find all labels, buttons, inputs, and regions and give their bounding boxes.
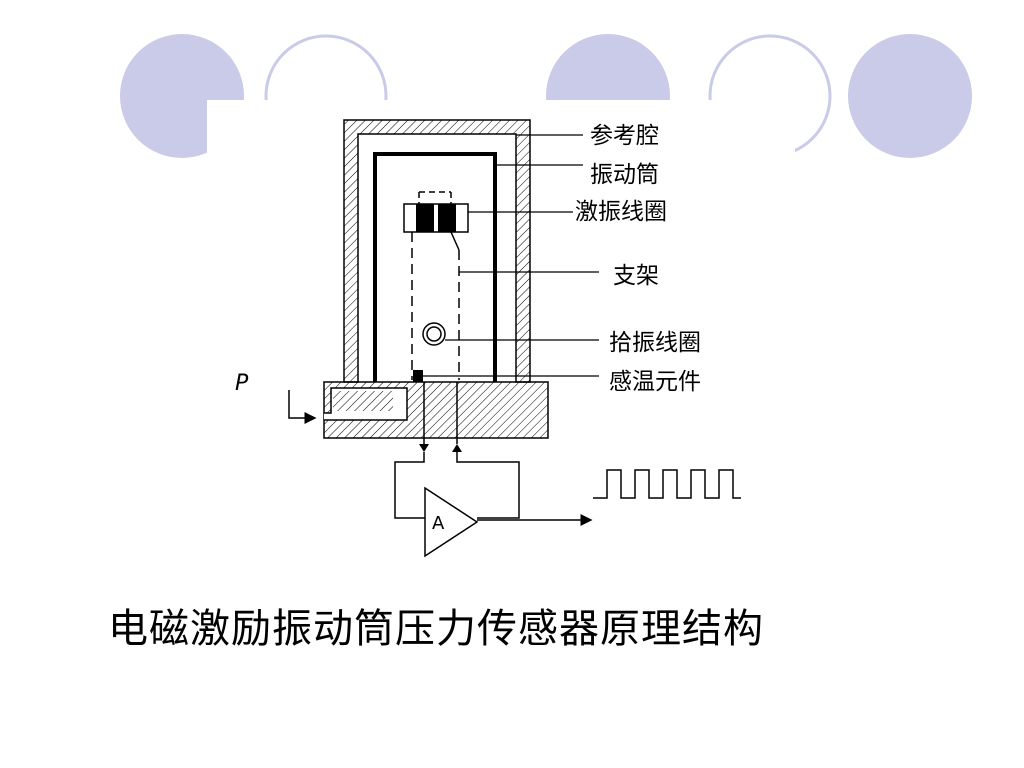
temp-element — [413, 370, 423, 382]
pressure-label: P — [235, 371, 249, 396]
vibrating-cylinder — [373, 152, 497, 382]
deco-circle-filled — [848, 34, 972, 158]
label-vibrating-cylinder: 振动筒 — [590, 162, 659, 188]
label-pickup-coil: 拾振线圈 — [609, 330, 701, 356]
excitation-coil — [403, 203, 469, 233]
amplifier-loop-wire — [394, 452, 425, 519]
output-waveform — [593, 469, 741, 499]
label-reference-cavity: 参考腔 — [590, 123, 659, 149]
sensor-diagram-svg: A P 参考腔 振动筒 激振线圈 支架 拾振线圈 感温元件 — [235, 119, 741, 558]
label-bracket: 支架 — [613, 263, 659, 289]
sensor-diagram: A P 参考腔 振动筒 激振线圈 支架 拾振线圈 感温元件 — [207, 100, 795, 576]
label-temp-element: 感温元件 — [609, 369, 701, 395]
amplifier-label: A — [432, 513, 445, 534]
amplifier — [424, 486, 479, 558]
label-excitation-coil: 激振线圈 — [575, 199, 667, 225]
pickup-coil — [422, 322, 446, 346]
figure-caption: 电磁激励振动筒压力传感器原理结构 — [108, 606, 764, 652]
